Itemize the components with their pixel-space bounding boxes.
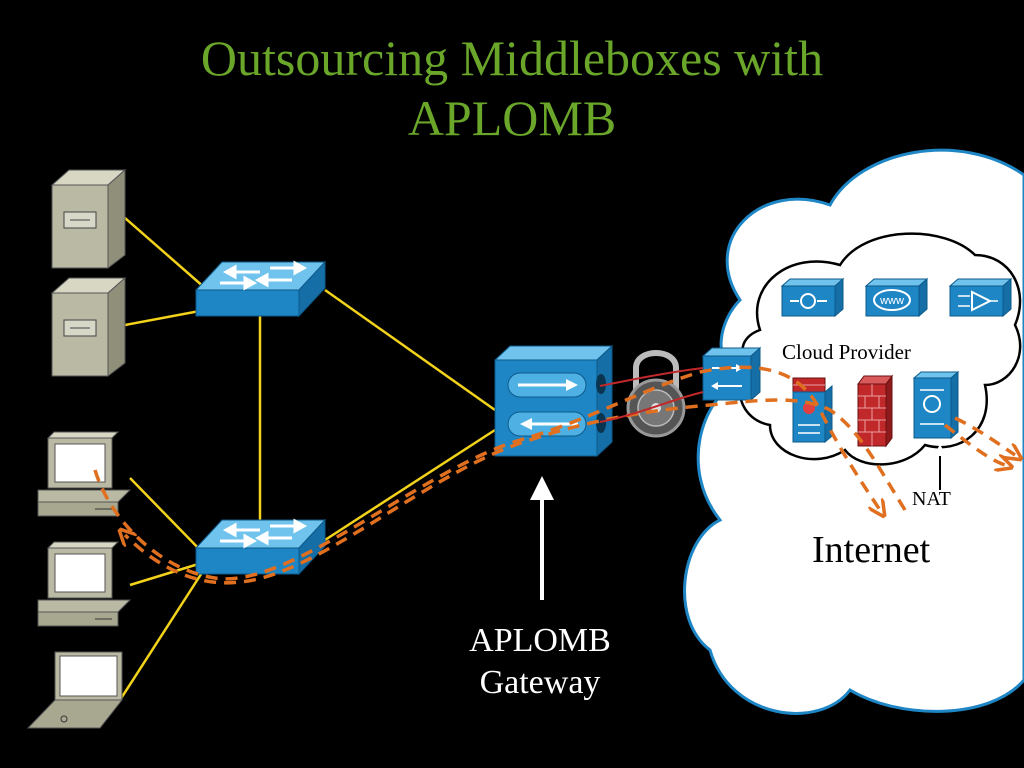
wan-optimizer-icon <box>780 277 845 318</box>
traffic-path-outbound <box>93 365 880 581</box>
cloud-provider-label: Cloud Provider <box>782 340 911 364</box>
nat-label: NAT <box>912 488 951 510</box>
load-balancer-icon <box>948 277 1013 318</box>
gateway-label: APLOMB Gateway <box>430 620 650 704</box>
traffic-paths <box>93 365 1015 585</box>
network-links <box>118 217 496 701</box>
title-line-1: Outsourcing Middleboxes with <box>200 30 824 86</box>
gateway-label-line-2: Gateway <box>479 664 601 701</box>
nat-device-icon <box>912 370 960 440</box>
traffic-path-internet <box>954 416 1015 455</box>
server-1 <box>50 168 127 270</box>
switch-top <box>194 260 327 318</box>
web-cache-icon: www <box>864 277 929 318</box>
traffic-path-return <box>125 398 907 585</box>
cloud-gateway-device <box>701 346 762 402</box>
traffic-path-internet-2 <box>943 423 1005 465</box>
desktop-computer-1 <box>37 431 132 517</box>
gateway-label-line-1: APLOMB <box>469 622 611 659</box>
desktop-computer-2 <box>37 541 132 627</box>
padlock-icon <box>626 350 686 438</box>
firewall-router-icon <box>792 377 833 444</box>
internet-label: Internet <box>812 529 931 571</box>
svg-text:www: www <box>879 295 904 307</box>
title-line-2: APLOMB <box>407 90 617 146</box>
firewall-icon <box>857 374 893 448</box>
laptop-computer <box>26 651 124 729</box>
slide-title: Outsourcing Middleboxes with APLOMB <box>0 28 1024 148</box>
switch-bottom <box>194 518 327 576</box>
aplomb-gateway-device <box>493 344 614 458</box>
server-2 <box>50 276 127 378</box>
tunnel-paths <box>599 367 704 423</box>
